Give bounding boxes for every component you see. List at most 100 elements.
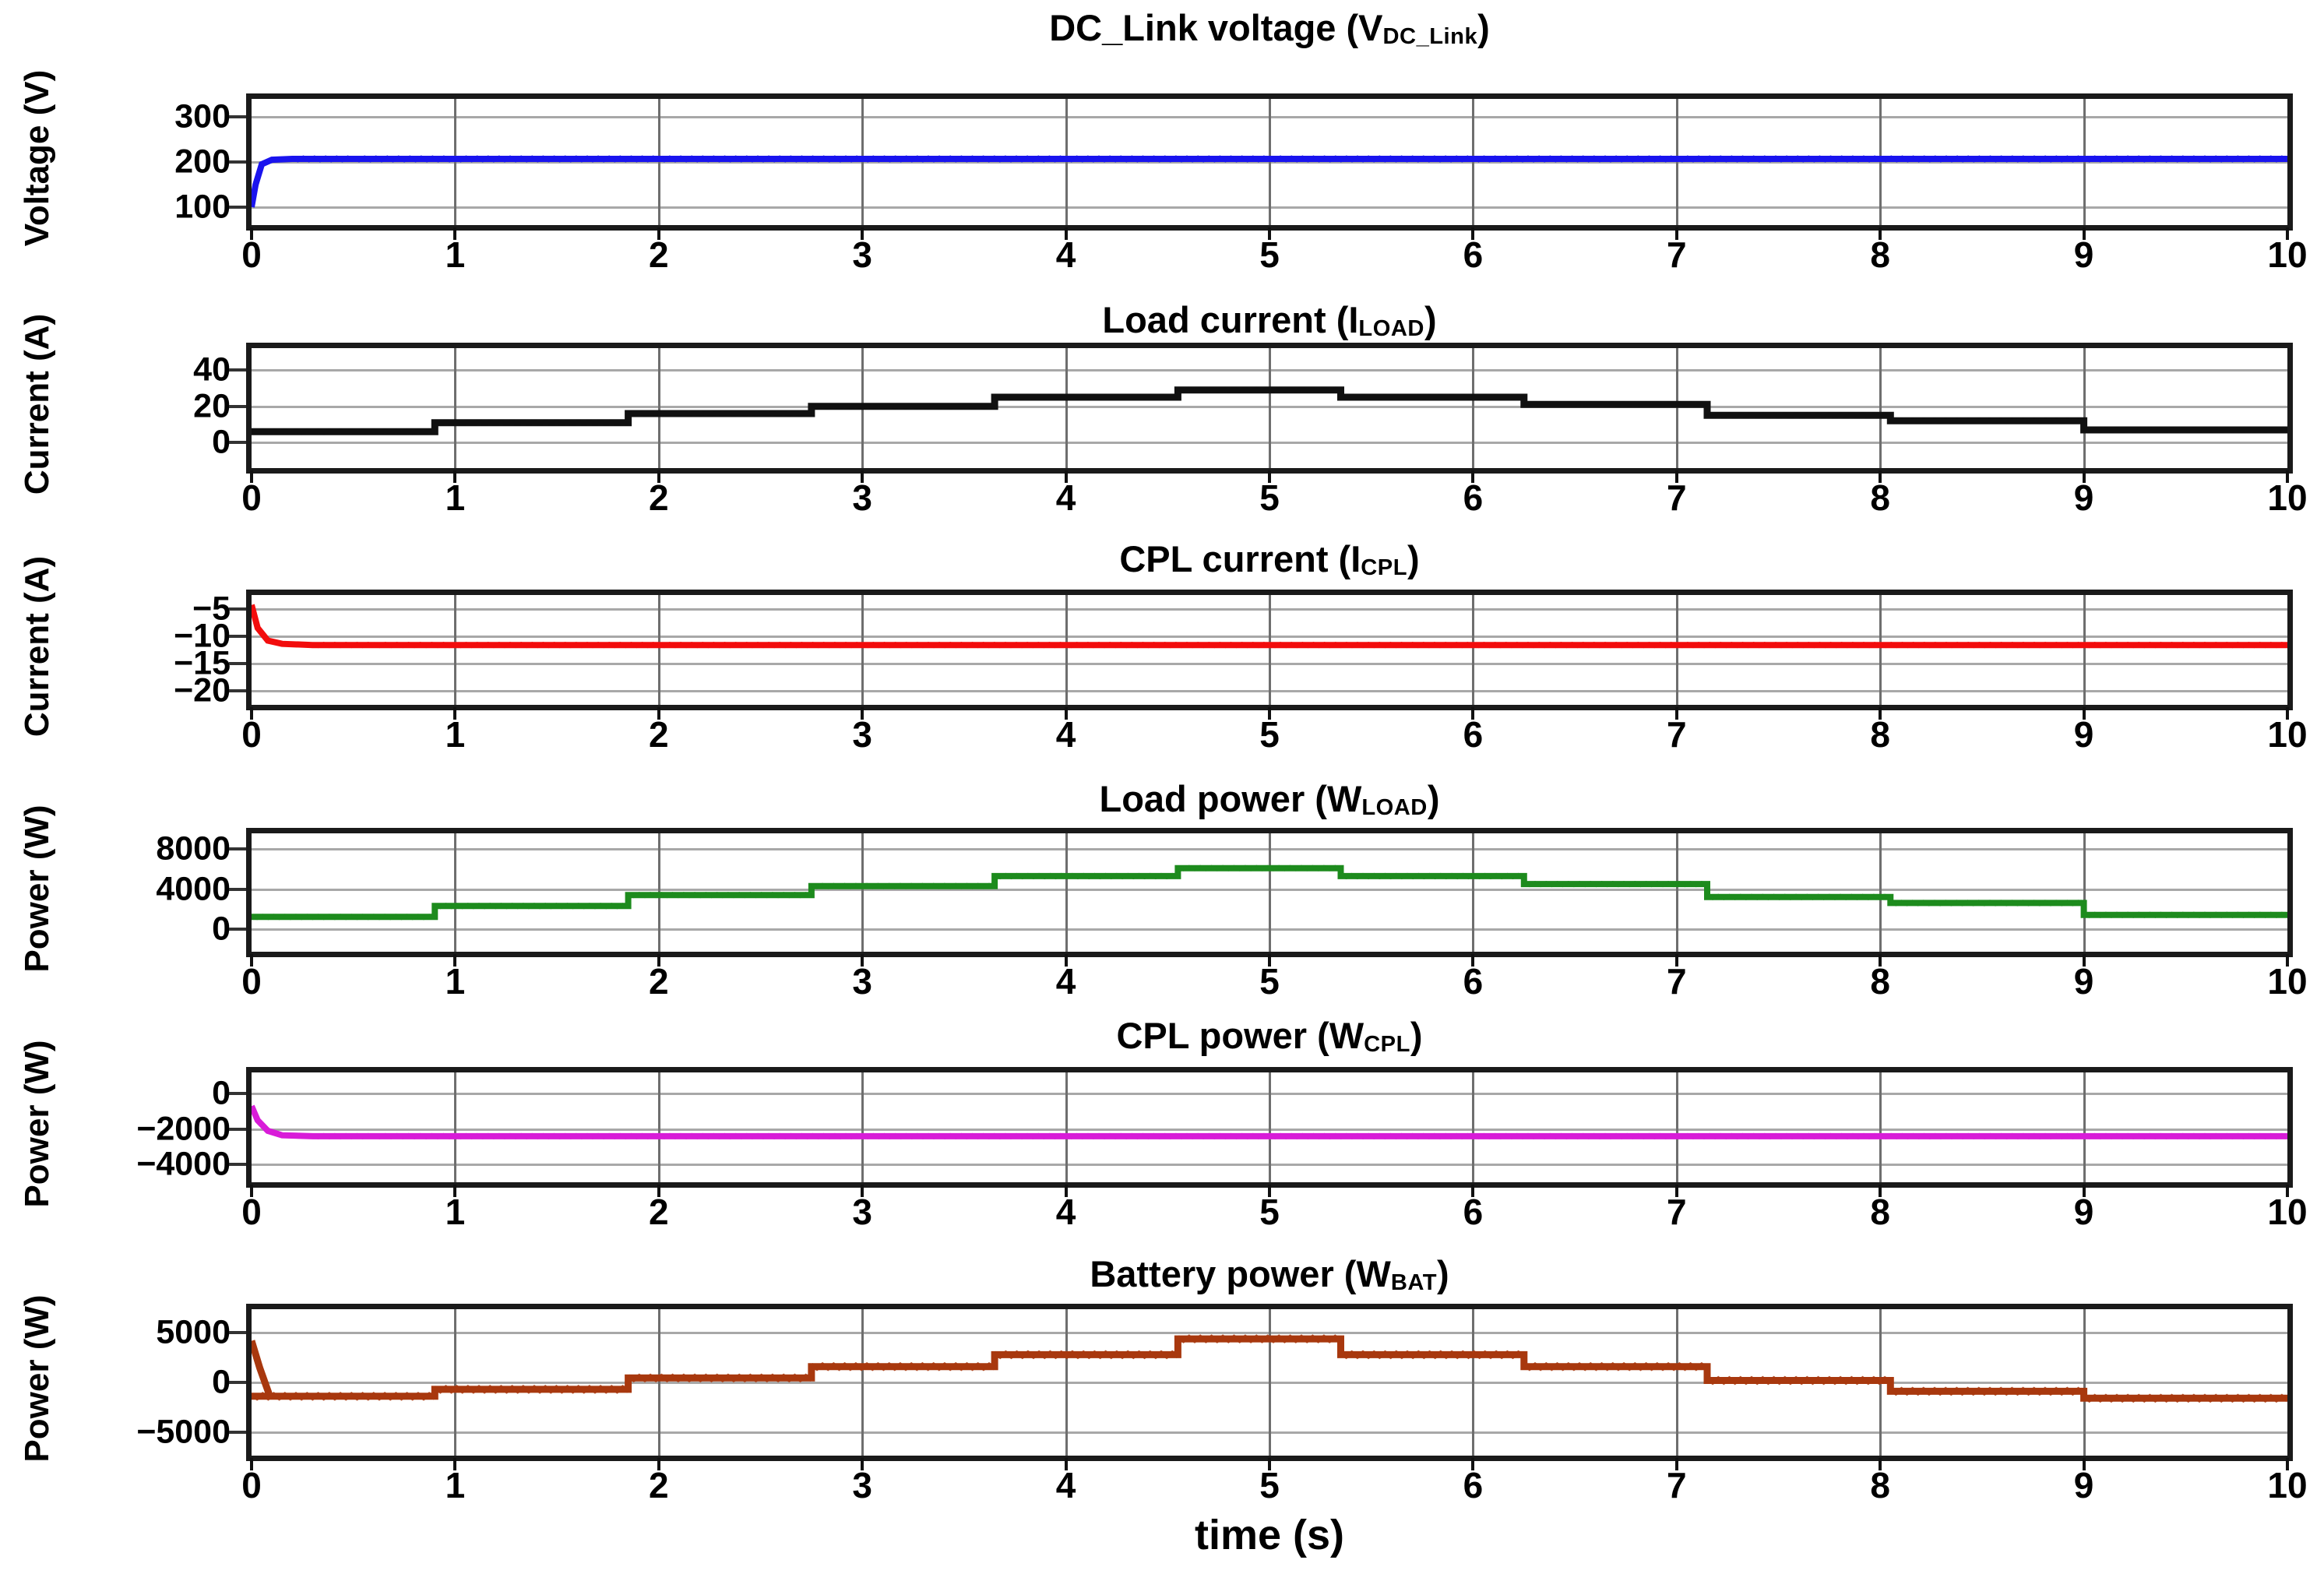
xtick-label-load-current-4: 4 <box>1055 477 1076 518</box>
xtick-label-dc-link-voltage-2: 2 <box>649 234 669 275</box>
gridline-vertical <box>1675 1309 1678 1456</box>
xtick-mark <box>453 227 457 240</box>
xtick-mark <box>1064 470 1068 483</box>
trace-cpl-power <box>252 1104 2287 1140</box>
ytick-label-cpl-current-0: −5 <box>192 590 231 628</box>
xtick-mark <box>2286 1458 2289 1470</box>
xtick-label-cpl-current-5: 5 <box>1259 714 1280 755</box>
ytick-label-dc-link-voltage-1: 200 <box>174 143 231 181</box>
gridline-vertical <box>1675 833 1678 952</box>
xtick-label-battery-power-0: 0 <box>241 1465 262 1505</box>
trace-dc-link-voltage <box>252 155 2287 208</box>
gridline-vertical <box>2083 1072 2086 1182</box>
xtick-mark <box>250 1458 253 1470</box>
xtick-label-battery-power-5: 5 <box>1259 1465 1280 1505</box>
xtick-mark <box>861 470 864 483</box>
xtick-label-load-current-1: 1 <box>445 477 466 518</box>
ytick-mark <box>229 662 246 666</box>
gridline-vertical <box>861 595 864 705</box>
xtick-mark <box>2286 707 2289 720</box>
trace-cpl-current <box>252 604 2287 649</box>
gridline-vertical <box>1065 833 1068 952</box>
plot-title-battery-power: Battery power (WBAT) <box>1090 1253 1449 1295</box>
xtick-label-cpl-power-10: 10 <box>2267 1192 2308 1232</box>
xtick-label-load-power-9: 9 <box>2073 961 2094 1002</box>
gridline-vertical <box>1269 1072 1271 1182</box>
xtick-mark <box>250 227 253 240</box>
xtick-mark <box>2082 707 2086 720</box>
ytick-mark <box>229 689 246 693</box>
xtick-label-cpl-current-6: 6 <box>1463 714 1484 755</box>
xtick-label-cpl-power-6: 6 <box>1463 1192 1484 1232</box>
xtick-mark <box>250 954 253 967</box>
xtick-mark <box>657 470 660 483</box>
plot-axes-cpl-current <box>246 590 2293 710</box>
xtick-mark <box>1674 470 1678 483</box>
ytick-mark <box>229 887 246 891</box>
xtick-label-load-current-7: 7 <box>1667 477 1687 518</box>
xtick-label-cpl-power-4: 4 <box>1055 1192 1076 1232</box>
xtick-label-load-power-7: 7 <box>1667 961 1687 1002</box>
plot-title-load-power: Load power (WLOAD) <box>1099 778 1440 820</box>
xtick-mark <box>861 227 864 240</box>
xtick-label-battery-power-2: 2 <box>649 1465 669 1505</box>
gridline-vertical <box>1879 595 1882 705</box>
xtick-mark <box>861 707 864 720</box>
xtick-label-cpl-current-9: 9 <box>2073 714 2094 755</box>
xtick-mark <box>1064 707 1068 720</box>
xtick-mark <box>1471 954 1475 967</box>
xtick-mark <box>1471 470 1475 483</box>
xtick-label-load-current-2: 2 <box>649 477 669 518</box>
xtick-label-cpl-current-3: 3 <box>852 714 872 755</box>
plot-title-cpl-power: CPL power (WCPL) <box>1116 1015 1423 1057</box>
ytick-mark <box>229 607 246 611</box>
xtick-label-load-power-2: 2 <box>649 961 669 1002</box>
xtick-label-load-current-10: 10 <box>2267 477 2308 518</box>
gridline-vertical <box>861 833 864 952</box>
xtick-label-battery-power-3: 3 <box>852 1465 872 1505</box>
ytick-mark <box>229 160 246 164</box>
xtick-label-cpl-current-1: 1 <box>445 714 466 755</box>
xtick-mark <box>1674 707 1678 720</box>
xaxis-title: time (s) <box>1194 1512 1345 1558</box>
gridline-vertical <box>657 348 660 468</box>
ytick-mark <box>229 1430 246 1434</box>
xtick-label-load-power-5: 5 <box>1259 961 1280 1002</box>
gridline-vertical <box>454 1309 457 1456</box>
ytick-label-cpl-current-1: −10 <box>174 617 231 655</box>
ytick-mark <box>229 115 246 119</box>
gridline-vertical <box>2083 595 2086 705</box>
ytick-label-battery-power-2: −5000 <box>136 1413 231 1450</box>
gridline-vertical <box>1675 1072 1678 1182</box>
trace-load-power <box>252 864 2287 921</box>
ytick-mark <box>229 404 246 408</box>
gridline-vertical <box>454 595 457 705</box>
xtick-label-cpl-power-9: 9 <box>2073 1192 2094 1232</box>
xtick-label-cpl-power-2: 2 <box>649 1192 669 1232</box>
gridline-vertical <box>1269 595 1271 705</box>
gridline-vertical <box>454 833 457 952</box>
xtick-mark <box>657 227 660 240</box>
ytick-mark <box>229 368 246 371</box>
xtick-mark <box>861 1185 864 1197</box>
xtick-mark <box>657 1458 660 1470</box>
ytick-label-battery-power-1: 0 <box>212 1363 231 1401</box>
xtick-label-load-current-9: 9 <box>2073 477 2094 518</box>
gridline-vertical <box>1472 348 1475 468</box>
xtick-mark <box>1879 954 1882 967</box>
xtick-mark <box>250 1185 253 1197</box>
ytick-mark <box>229 1092 246 1096</box>
xtick-mark <box>453 470 457 483</box>
xtick-mark <box>1879 707 1882 720</box>
xtick-label-cpl-power-7: 7 <box>1667 1192 1687 1232</box>
ytick-label-load-power-2: 0 <box>212 910 231 948</box>
xtick-mark <box>1879 1185 1882 1197</box>
ytick-mark <box>229 441 246 445</box>
xtick-label-battery-power-10: 10 <box>2267 1465 2308 1505</box>
xtick-label-load-power-1: 1 <box>445 961 466 1002</box>
gridline-vertical <box>1879 1072 1882 1182</box>
xtick-mark <box>2082 954 2086 967</box>
xtick-label-load-current-5: 5 <box>1259 477 1280 518</box>
gridline-vertical <box>1269 1309 1271 1456</box>
xtick-label-cpl-power-3: 3 <box>852 1192 872 1232</box>
